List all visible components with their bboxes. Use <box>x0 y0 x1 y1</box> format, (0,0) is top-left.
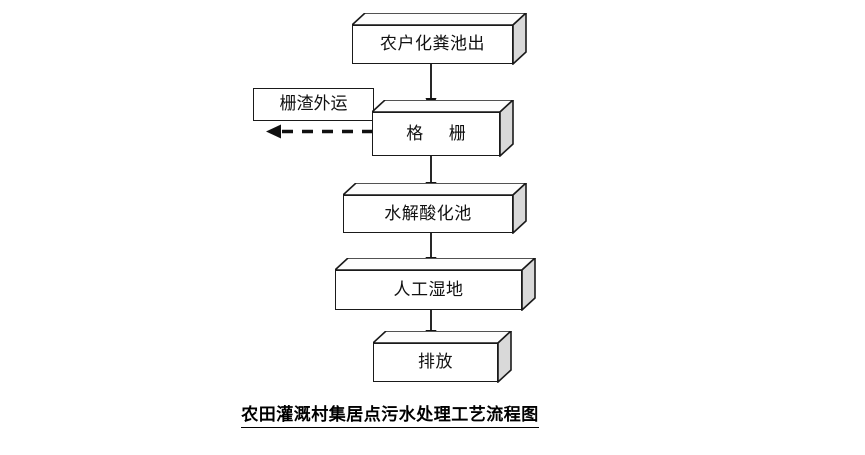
node-grille-residue-transport[interactable]: 栅渣外运 <box>253 88 374 121</box>
box-front-face: 人工湿地 <box>335 270 522 310</box>
node-grille[interactable]: 格 栅 <box>372 100 514 157</box>
node-septic-tank-outlet[interactable]: 农户化粪池出 <box>352 13 527 65</box>
node-label: 农户化粪池出 <box>380 34 485 54</box>
node-discharge[interactable]: 排放 <box>373 331 512 383</box>
node-label: 排放 <box>418 352 453 372</box>
node-label: 格 栅 <box>406 123 476 144</box>
box-front-face: 排放 <box>373 343 498 382</box>
node-label: 人工湿地 <box>393 279 464 300</box>
node-hydrolysis-acidification-tank[interactable]: 水解酸化池 <box>343 183 527 234</box>
box-front-face: 农户化粪池出 <box>352 25 513 64</box>
edge-grille-to-residue-dashed <box>266 124 373 139</box>
node-label: 水解酸化池 <box>384 203 472 224</box>
node-constructed-wetland[interactable]: 人工湿地 <box>335 258 536 311</box>
diagram-caption: 农田灌溉村集居点污水处理工艺流程图 <box>0 400 780 428</box>
box-front-face: 格 栅 <box>372 112 500 156</box>
box-front-face: 水解酸化池 <box>343 195 513 233</box>
side-output-label: 栅渣外运 <box>279 94 348 114</box>
caption-text: 农田灌溉村集居点污水处理工艺流程图 <box>241 405 539 428</box>
